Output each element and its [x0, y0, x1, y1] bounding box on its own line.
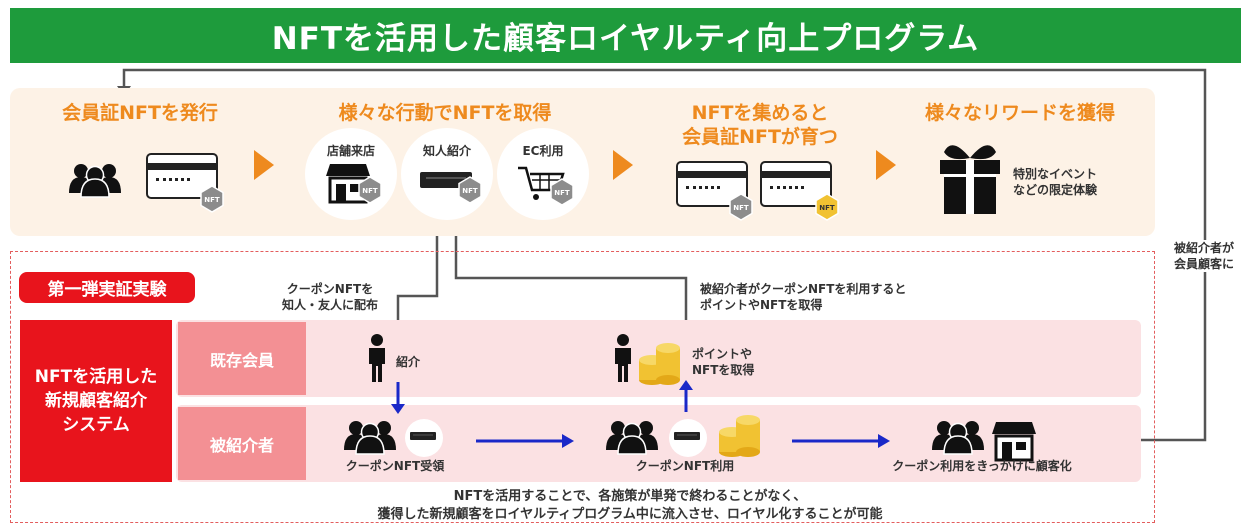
reward-note-line1: 被紹介者がクーポンNFTを利用すると: [700, 282, 907, 296]
cart-icon: NFT: [518, 166, 574, 206]
play-arrow-icon: [613, 150, 633, 180]
coupon-distribute-note: クーポンNFTを 知人・友人に配布: [260, 281, 400, 313]
reward-note-line2: ポイントやNFTを取得: [700, 298, 823, 312]
person-icon: [615, 334, 631, 382]
system-label-line2: 新規顧客紹介: [45, 391, 147, 411]
group-icon: [343, 420, 397, 455]
side-note-line2: 会員顧客に: [1173, 257, 1234, 271]
convert-label: クーポン利用をきっかけに顧客化: [892, 459, 1072, 473]
experiment-frame: [10, 251, 1155, 523]
nft-badge-icon: NFT: [729, 193, 753, 221]
step-acquire-title: 様々な行動でNFTを取得: [338, 102, 552, 124]
step-grow-title: NFTを集めると 会員証NFTが育つ: [640, 101, 880, 149]
system-label-line1: NFTを活用した: [34, 367, 158, 387]
coupon-icon: [405, 419, 443, 457]
points-nft-note: ポイントや NFTを取得: [692, 346, 792, 378]
play-arrow-icon: [876, 150, 896, 180]
referred-becomes-member-note: 被紹介者が 会員顧客に: [1158, 240, 1250, 272]
referred-label: 被紹介者: [178, 407, 306, 480]
footer-line2: 獲得した新規顧客をロイヤルティプログラム中に流入させ、ロイヤル化することが可能: [377, 507, 883, 522]
svg-text:NFT: NFT: [554, 189, 570, 197]
group-icon: [931, 420, 985, 455]
referral-label: 知人紹介: [422, 144, 471, 158]
membership-card-gold-icon: [760, 161, 832, 207]
reward-flow-note: 被紹介者がクーポンNFTを利用すると ポイントやNFTを取得: [700, 281, 1000, 313]
blue-down-arrow: [391, 382, 405, 414]
coupon-use-label: クーポンNFT利用: [635, 459, 735, 473]
page-title: NFTを活用した顧客ロイヤルティ向上プログラム: [10, 8, 1241, 63]
coupon-receive-label: クーポンNFT受領: [345, 459, 445, 473]
reward-desc-line2: などの限定体験: [1013, 183, 1098, 197]
store-visit-label: 店舗来店: [326, 144, 375, 158]
nft-gold-badge-icon: NFT: [815, 193, 839, 221]
nft-badge-icon: NFT: [200, 185, 224, 213]
svg-text:NFT: NFT: [204, 196, 220, 204]
footer-line1: NFTを活用することで、各施策が単発で終わることがなく、: [453, 489, 807, 504]
reward-desc-line1: 特別なイベント: [1013, 167, 1098, 181]
person-icon: [369, 334, 385, 382]
group-icon: [605, 420, 659, 455]
system-label: NFTを活用した 新規顧客紹介 システム: [20, 320, 172, 482]
existing-member-label: 既存会員: [178, 322, 306, 395]
play-arrow-icon: [254, 150, 274, 180]
coupon-icon: [669, 419, 707, 457]
blue-up-arrow: [679, 380, 693, 412]
coins-icon: [719, 415, 760, 457]
step-grow-title-line1: NFTを集めると: [691, 102, 829, 124]
svg-text:NFT: NFT: [462, 187, 478, 195]
step-issue-title: 会員証NFTを発行: [62, 102, 218, 124]
store-icon: NFT: [324, 162, 382, 204]
gift-box-icon: [940, 145, 1000, 214]
coupon-note-line1: クーポンNFTを: [286, 282, 374, 296]
introduce-label: 紹介: [396, 355, 421, 369]
experiment-label: 第一弾実証実験: [19, 272, 195, 303]
points-note-line1: ポイントや: [692, 347, 753, 361]
svg-text:NFT: NFT: [362, 187, 378, 195]
footer-text: NFTを活用することで、各施策が単発で終わることがなく、 獲得した新規顧客をロイ…: [200, 488, 1060, 524]
blue-right-arrow: [476, 434, 574, 448]
side-note-line1: 被紹介者が: [1173, 241, 1234, 255]
svg-text:NFT: NFT: [819, 204, 835, 212]
coupon-icon: NFT: [420, 172, 482, 204]
step-reward-title: 様々なリワードを獲得: [924, 102, 1115, 124]
step-grow-title-line2: 会員証NFTが育つ: [682, 126, 838, 148]
reward-desc: 特別なイベント などの限定体験: [1013, 166, 1133, 198]
store-icon: [990, 420, 1038, 462]
coupon-note-line2: 知人・友人に配布: [281, 298, 378, 312]
ec-use-label: EC利用: [522, 144, 564, 158]
system-label-line3: システム: [62, 415, 130, 435]
group-icon: [68, 163, 122, 198]
blue-right-arrow: [792, 434, 890, 448]
svg-text:NFT: NFT: [733, 204, 749, 212]
points-note-line2: NFTを取得: [692, 363, 755, 377]
